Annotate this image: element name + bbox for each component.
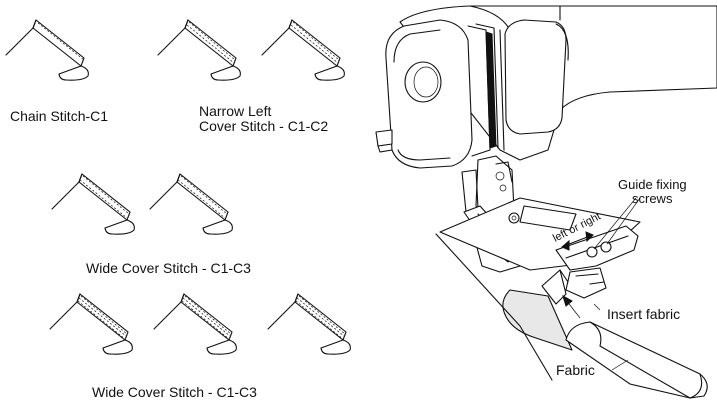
hem-sample-chain-stitch [5, 19, 89, 81]
hem-sample-wide-cover-c [49, 293, 133, 355]
label-guide-screws-line2: screws [632, 191, 673, 206]
label-narrow-left-line1: Narrow Left [199, 103, 272, 119]
label-fabric: Fabric [556, 362, 595, 378]
hem-sample-wide-cover-d [153, 293, 237, 355]
hem-sample-wide-cover-b [149, 173, 233, 235]
label-insert-fabric: Insert fabric [607, 306, 681, 322]
hem-sample-narrow-left-a [157, 19, 241, 81]
hem-sample-narrow-left-b [261, 19, 345, 81]
label-guide-screws-line1: Guide fixing [618, 177, 687, 192]
hem-sample-wide-cover-a [51, 173, 135, 235]
hem-sample-wide-cover-e [267, 293, 351, 355]
label-wide-cover-2: Wide Cover Stitch - C1-C3 [92, 384, 257, 400]
sewing-machine-illustration [375, 5, 717, 399]
label-narrow-left-line2: Cover Stitch - C1-C2 [199, 118, 329, 134]
label-wide-cover-1: Wide Cover Stitch - C1-C3 [86, 260, 251, 276]
label-chain-stitch: Chain Stitch-C1 [10, 108, 109, 124]
